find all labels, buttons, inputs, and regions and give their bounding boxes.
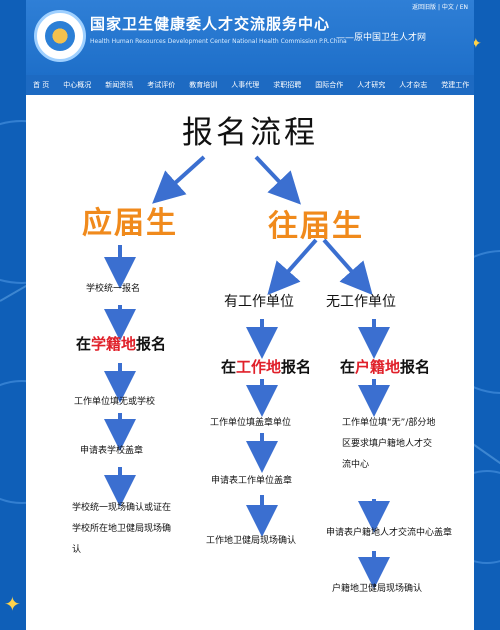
nav-item-hr-agency[interactable]: 人事代理 <box>231 81 260 89</box>
step-school-confirm: 学校统一现场确认或证在学校所在地卫健局现场确认 <box>72 503 172 555</box>
star-icon: ✦ <box>470 36 482 52</box>
nav-item-jobs[interactable]: 求职招聘 <box>273 81 302 89</box>
star-icon: ✦ <box>4 592 21 616</box>
nav-item-home[interactable]: 首 页 <box>33 81 50 89</box>
nav-item-research[interactable]: 人才研究 <box>357 81 386 89</box>
register-at-household-location: 在户籍地报名 <box>340 358 431 376</box>
main-nav: 首 页 中心概况 新闻资讯 考试评价 教育培训 人事代理 求职招聘 国际合作 人… <box>26 75 474 95</box>
step-work-confirm: 工作地卫健局现场确认 <box>206 536 297 546</box>
step-school-stamp: 申请表学校盖章 <box>80 446 144 456</box>
label-past-graduates: 往届生 <box>268 209 364 244</box>
step-school-register: 学校统一报名 <box>86 284 141 294</box>
nav-item-news[interactable]: 新闻资讯 <box>105 81 134 89</box>
step-household-confirm: 户籍地卫健局现场确认 <box>332 584 423 594</box>
label-with-employer: 有工作单位 <box>224 294 294 310</box>
label-fresh-graduates: 应届生 <box>82 206 178 241</box>
nav-item-exam[interactable]: 考试评价 <box>147 81 176 89</box>
page-title: 报名流程 <box>182 115 318 151</box>
top-links[interactable]: 返回旧版 | 中文 / EN <box>412 4 468 11</box>
register-at-school-location: 在学籍地报名 <box>76 335 167 353</box>
flow-arrows <box>104 155 390 589</box>
label-without-employer: 无工作单位 <box>326 294 396 310</box>
site-title[interactable]: 国家卫生健康委人才交流服务中心 <box>90 15 331 33</box>
nav-item-about[interactable]: 中心概况 <box>63 81 92 89</box>
nav-item-international[interactable]: 国际合作 <box>315 81 344 89</box>
site-subtitle: Health Human Resources Development Cente… <box>90 38 347 45</box>
site-header: 国家卫生健康委人才交流服务中心 Health Human Resources D… <box>26 0 474 75</box>
step-employer-stamp: 申请表工作单位盖章 <box>211 476 293 486</box>
site-old-name: ——原中国卫生人才网 <box>336 33 427 43</box>
registration-flowchart: 报名流程 应届生 学校统一报名 在学籍地报名 工作单位填无或学校 申请表学校盖章… <box>26 95 474 630</box>
screenshot-panel: 国家卫生健康委人才交流服务中心 Health Human Resources D… <box>26 0 474 630</box>
step-fill-none-or-talent-center: 工作单位填“无”/部分地区要求填户籍地人才交流中心 <box>342 418 436 470</box>
register-at-work-location: 在工作地报名 <box>221 358 312 376</box>
step-fill-employer-school: 工作单位填无或学校 <box>74 397 156 407</box>
highlight-household-location: 户籍地 <box>355 358 401 376</box>
step-talent-center-stamp: 申请表户籍地人才交流中心盖章 <box>326 528 453 538</box>
logo-icon[interactable] <box>34 10 86 62</box>
highlight-school-location: 学籍地 <box>91 335 137 353</box>
nav-item-training[interactable]: 教育培训 <box>189 81 218 89</box>
step-fill-stamp-employer: 工作单位填盖章单位 <box>210 418 292 428</box>
nav-item-magazine[interactable]: 人才杂志 <box>399 81 428 89</box>
highlight-work-location: 工作地 <box>236 358 282 376</box>
nav-item-party[interactable]: 党建工作 <box>441 81 470 89</box>
